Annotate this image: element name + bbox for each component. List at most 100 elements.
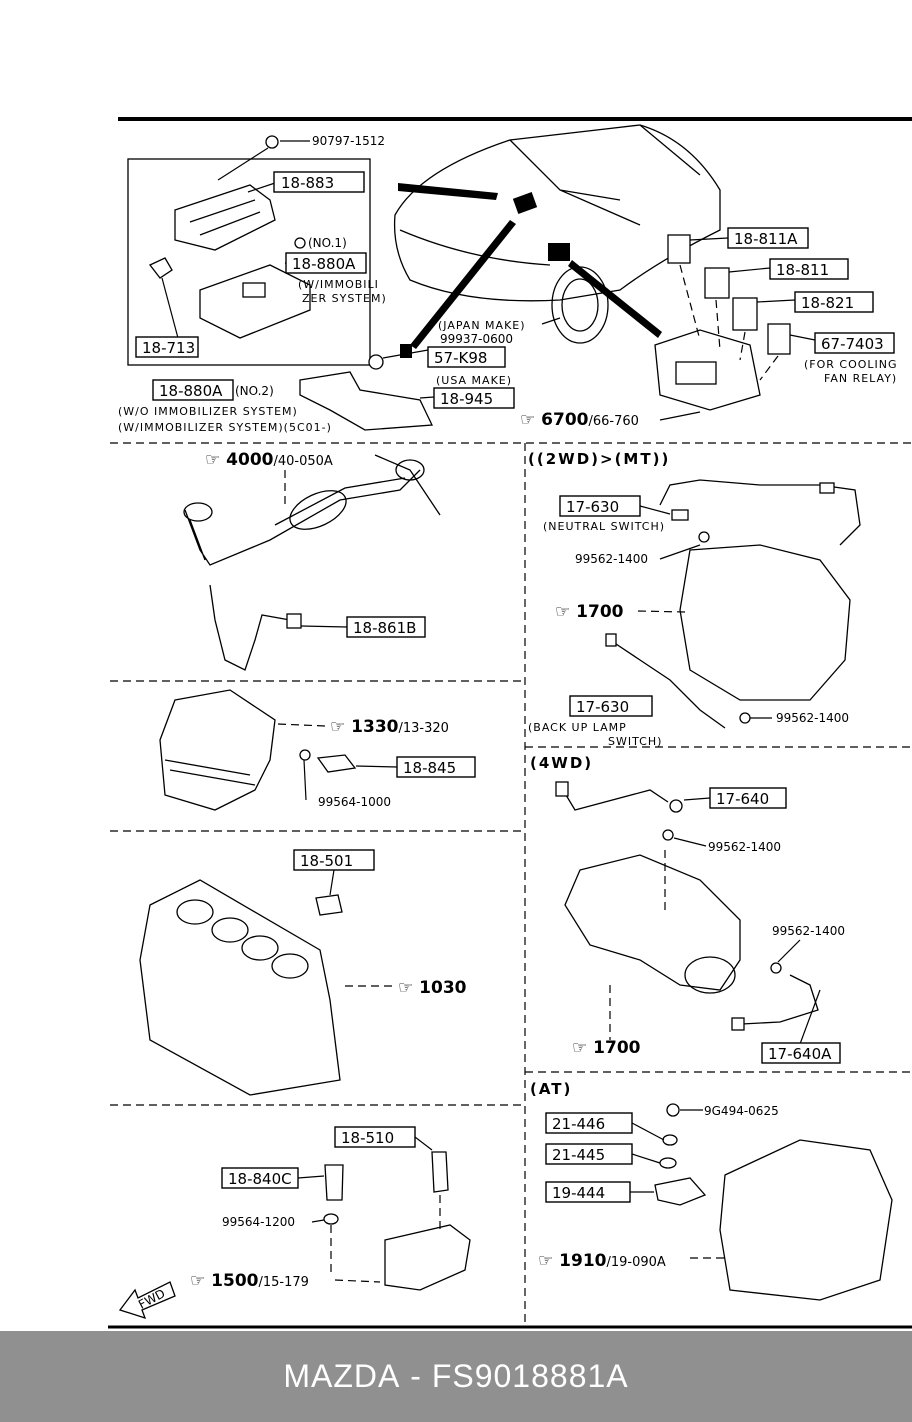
- ecu-module: [199, 264, 311, 339]
- label-japan-make: (JAPAN MAKE): [438, 319, 526, 332]
- cylinder-head: [159, 689, 276, 811]
- label-usa-make: (USA MAKE): [436, 374, 512, 387]
- bracket-18-945: [299, 371, 433, 431]
- neutral-switch-wire: [659, 479, 861, 546]
- mt-2wd-section: ((2WD)>(MT)) 17-630 (NEUTRAL SWITCH) 995…: [528, 450, 861, 748]
- label-21-445: 21-445: [552, 1146, 605, 1164]
- car-group: (JAPAN MAKE) 99937-0600 57-K98 (USA MAKE…: [299, 124, 721, 431]
- label-17-640: 17-640: [716, 790, 769, 808]
- label-17-630-backup: 17-630: [576, 698, 629, 716]
- ecu-bracket: [174, 184, 276, 251]
- ref-1030: ☞ 1030: [398, 978, 467, 998]
- bolt-9G494: [666, 1103, 680, 1117]
- label-back-up-lamp: (BACK UP LAMP: [528, 721, 627, 734]
- diagram-canvas: 90797-1512 18-883 (NO.1) 18-880A (W/IMMO…: [108, 117, 912, 1329]
- sensor-18-840C: [324, 1164, 344, 1201]
- transmission-2wd: [679, 544, 851, 701]
- label-18-840C: 18-840C: [228, 1170, 292, 1188]
- bolt-90797: [265, 135, 279, 149]
- fwd-arrow: [118, 1281, 176, 1320]
- label-18-880A-no1: 18-880A: [292, 255, 356, 273]
- label-99562-1400-c: 99562-1400: [708, 840, 781, 854]
- footer-part-number: FS9018881A: [431, 1358, 629, 1394]
- label-w-immobilizer-5c01: (W/IMMOBILIZER SYSTEM)(5C01-): [118, 421, 332, 434]
- arrow-ecu: [398, 183, 498, 200]
- label-18-880A-no2: 18-880A: [159, 382, 223, 400]
- label-no1: (NO.1): [308, 236, 347, 250]
- label-w-immobili: (W/IMMOBILI: [298, 278, 379, 291]
- clip-18-713: [148, 257, 173, 279]
- ref-1700-2wd: ☞ 1700: [555, 602, 624, 622]
- label-99564-1200: 99564-1200: [222, 1215, 295, 1229]
- footer-separator: -: [410, 1358, 422, 1394]
- relay-18-811A: [667, 234, 691, 264]
- label-wo-immobilizer: (W/O IMMOBILIZER SYSTEM): [118, 405, 298, 418]
- label-18-510: 18-510: [341, 1129, 394, 1147]
- relay-group: 18-811A 18-811 18-821 67-7403 (FOR COOLI…: [654, 227, 897, 411]
- title-2wd-mt: ((2WD)>(MT)): [528, 450, 670, 468]
- bolt-no1: [294, 237, 306, 249]
- ref-6700: ☞ 6700/66-760: [520, 410, 639, 430]
- label-fwd: FWD: [136, 1286, 167, 1312]
- label-18-713: 18-713: [142, 339, 195, 357]
- exhaust-section: ☞ 4000/40-050A 18-861B: [183, 450, 441, 671]
- engine-block: [139, 879, 341, 1096]
- o2-sensor-18-861B: [209, 584, 291, 671]
- catalytic-converter: [289, 490, 347, 530]
- switch-19-444: [654, 1177, 707, 1206]
- car-bumper: [399, 229, 551, 266]
- relay-location-mark: [548, 243, 570, 261]
- ref-4000: ☞ 4000/40-050A: [205, 450, 333, 470]
- ref-1910: ☞ 1910/19-090A: [538, 1251, 666, 1271]
- sensor-18-510: [431, 1151, 449, 1193]
- relay-box: [654, 329, 761, 411]
- transmission-4wd: [564, 854, 741, 991]
- backup-switch-wire: [609, 639, 726, 729]
- arrow-relay: [568, 260, 662, 338]
- title-4wd: (4WD): [530, 754, 593, 772]
- label-18-501: 18-501: [300, 852, 353, 870]
- label-18-861B: 18-861B: [353, 619, 416, 637]
- label-99562-1400-b: 99562-1400: [776, 711, 849, 725]
- wire-17-640A: [741, 974, 819, 1025]
- ecu-group: 90797-1512 18-883 (NO.1) 18-880A (W/IMMO…: [118, 134, 387, 434]
- label-19-444: 19-444: [552, 1184, 605, 1202]
- at-section: (AT) 9G494-0625 21-446 21-445 19-444 ☞ 1…: [530, 1080, 893, 1301]
- relay-18-821: [732, 297, 758, 331]
- label-67-7403: 67-7403: [821, 335, 884, 353]
- water-section: 18-510 18-840C 99564-1200 FWD ☞ 1500/15-…: [118, 1126, 471, 1320]
- nut-99937: [368, 354, 384, 370]
- label-99937-0600: 99937-0600: [440, 332, 513, 346]
- ecu-inset-frame: [127, 158, 371, 366]
- wire-17-640: [559, 784, 669, 811]
- label-18-811A: 18-811A: [734, 230, 798, 248]
- label-switch: SWITCH): [608, 735, 662, 748]
- label-no2: (NO.2): [235, 384, 274, 398]
- title-at: (AT): [530, 1080, 572, 1098]
- exhaust-pipe: [184, 469, 421, 566]
- relay-67-7403: [767, 323, 791, 355]
- label-neutral-switch: (NEUTRAL SWITCH): [543, 520, 665, 533]
- label-57-K98: 57-K98: [434, 349, 487, 367]
- ref-1500: ☞ 1500/15-179: [190, 1271, 309, 1291]
- label-9G494-0625: 9G494-0625: [704, 1104, 779, 1118]
- relay-18-811: [704, 267, 730, 299]
- label-zer-system: ZER SYSTEM): [302, 292, 387, 305]
- sensor-18-845: [316, 754, 357, 773]
- label-99562-1400-a: 99562-1400: [575, 552, 648, 566]
- water-outlet: [384, 1224, 471, 1291]
- label-99564-1000: 99564-1000: [318, 795, 391, 809]
- ref-1700-4wd: ☞ 1700: [572, 1038, 641, 1058]
- 4wd-section: (4WD) 17-640 99562-1400 99562-1400 17-64…: [530, 754, 845, 1064]
- transmission-at: [719, 1139, 893, 1301]
- label-99562-1400-d: 99562-1400: [772, 924, 845, 938]
- footer-brand: MAZDA: [283, 1358, 401, 1394]
- label-fan-relay: FAN RELAY): [824, 372, 897, 385]
- label-17-640A: 17-640A: [768, 1045, 832, 1063]
- label-18-883: 18-883: [281, 174, 334, 192]
- label-17-630-neutral: 17-630: [566, 498, 619, 516]
- footer-caption: MAZDA - FS9018881A: [0, 1331, 912, 1422]
- label-18-811: 18-811: [776, 261, 829, 279]
- block-section: 18-501 ☞ 1030: [139, 849, 467, 1096]
